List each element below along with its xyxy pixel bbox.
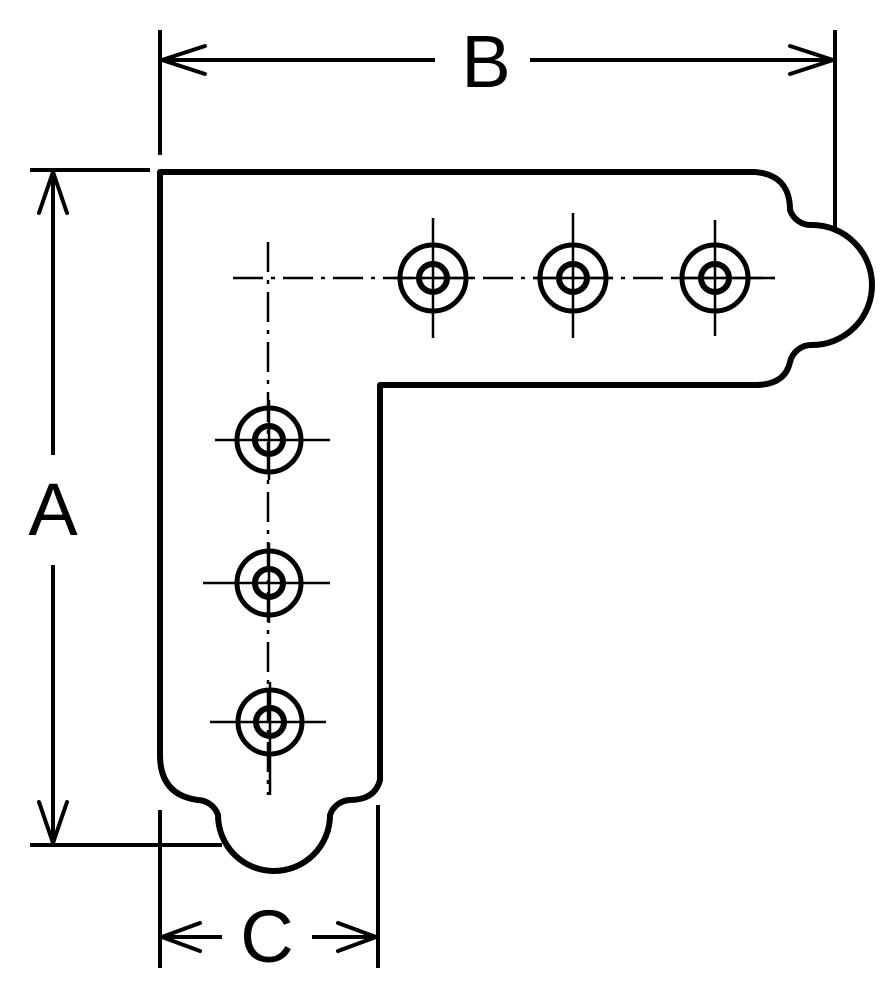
dimension-a-arrow-top (37, 170, 69, 215)
dimension-c-arrow-left (160, 921, 202, 953)
dimension-a: A (28, 168, 222, 847)
centerlines (233, 242, 775, 795)
hole (215, 400, 330, 480)
hole (210, 682, 326, 795)
vertical-leg-holes (203, 400, 330, 795)
dimension-c-arrow-right (336, 921, 378, 953)
dimension-b-label: B (461, 20, 510, 103)
dimension-b-arrow-right (788, 44, 835, 76)
dimension-c-label: C (240, 895, 293, 978)
dimension-b: B (158, 20, 837, 232)
dimension-b-arrow-left (160, 44, 207, 76)
hole (393, 218, 473, 338)
hole (675, 220, 775, 336)
bracket-outline (157, 169, 875, 874)
horizontal-leg-holes (393, 213, 775, 338)
dimension-a-label: A (28, 468, 78, 551)
hole (533, 213, 613, 338)
bracket-body (157, 169, 875, 874)
dimension-c: C (158, 805, 380, 978)
hole (203, 543, 330, 623)
dimension-a-arrow-bottom (37, 800, 69, 845)
